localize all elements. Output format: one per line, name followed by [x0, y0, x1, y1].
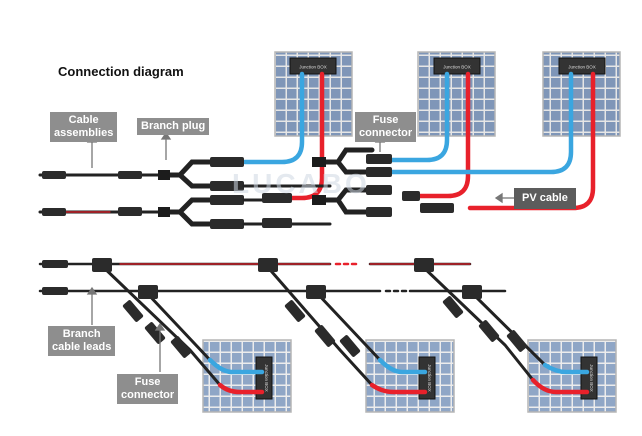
- diagram-title: Connection diagram: [58, 64, 184, 79]
- label-cable-assemblies: Cable assemblies: [50, 112, 118, 142]
- negative-cable: [242, 71, 305, 165]
- junction-box: Junction BOX: [255, 356, 273, 400]
- solar-panel-bottom-2: Junction BOX: [365, 339, 455, 413]
- junction-box: Junction BOX: [289, 57, 337, 75]
- junction-box-label: Junction BOX: [299, 65, 327, 70]
- negative-cable: [369, 71, 574, 175]
- negative-cable: [389, 71, 450, 163]
- label-pv-cable: PV cable: [514, 188, 576, 209]
- junction-box: Junction BOX: [418, 356, 436, 400]
- junction-box-label: Junction BOX: [589, 364, 594, 392]
- solar-panel-bottom-1: Junction BOX: [202, 339, 292, 413]
- junction-box-label: Junction BOX: [264, 364, 269, 392]
- solar-panel-bottom-3: Junction BOX: [527, 339, 617, 413]
- junction-box-label: Junction BOX: [443, 65, 471, 70]
- watermark: LUCABO: [232, 168, 370, 199]
- label-branch-plug: Branch plug: [137, 118, 210, 135]
- label-fuse-connector-top: Fuse connector: [355, 112, 417, 142]
- bottom-connectors: [92, 258, 528, 358]
- junction-box-label: Junction BOX: [568, 65, 596, 70]
- top-connectors: [38, 147, 454, 229]
- positive-cable: [417, 71, 471, 199]
- label-branch-cable-leads: Branch cable leads: [48, 326, 116, 356]
- bottom-trunk-lines: [38, 260, 507, 295]
- solar-panel-top-1: Junction BOX: [274, 51, 353, 137]
- junction-box: Junction BOX: [580, 356, 598, 400]
- bottom-branch-drops: [98, 262, 590, 395]
- solar-panel-top-2: Junction BOX: [417, 51, 496, 137]
- label-fuse-connector-bottom: Fuse connector: [117, 374, 179, 404]
- junction-box-label: Junction BOX: [427, 364, 432, 392]
- positive-cable: [277, 71, 325, 201]
- junction-box: Junction BOX: [558, 57, 606, 75]
- solar-panel-top-3: Junction BOX: [542, 51, 621, 137]
- junction-box: Junction BOX: [433, 57, 481, 75]
